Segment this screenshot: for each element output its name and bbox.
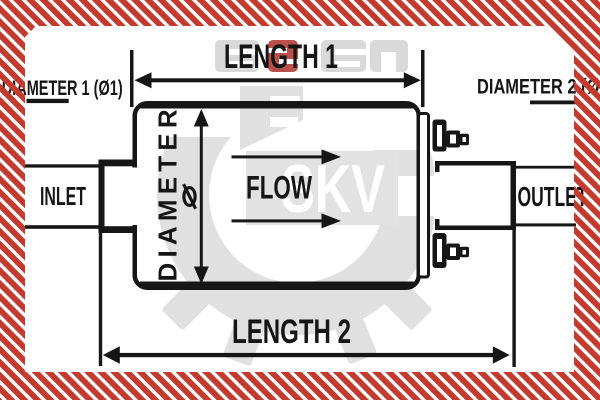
svg-text:DIAMETER 2 (Ø2): DIAMETER 2 (Ø2): [477, 76, 600, 99]
svg-text:LENGTH 2: LENGTH 2: [232, 313, 351, 351]
svg-text:SKV: SKV: [281, 151, 385, 227]
svg-text:INLET: INLET: [40, 181, 86, 211]
svg-text:DIAMETER 1 (Ø1): DIAMETER 1 (Ø1): [2, 77, 123, 100]
svg-text:FLOW: FLOW: [246, 170, 313, 206]
svg-text:LENGTH 1: LENGTH 1: [224, 38, 338, 76]
svg-text:DIAMETER: DIAMETER: [153, 104, 183, 281]
